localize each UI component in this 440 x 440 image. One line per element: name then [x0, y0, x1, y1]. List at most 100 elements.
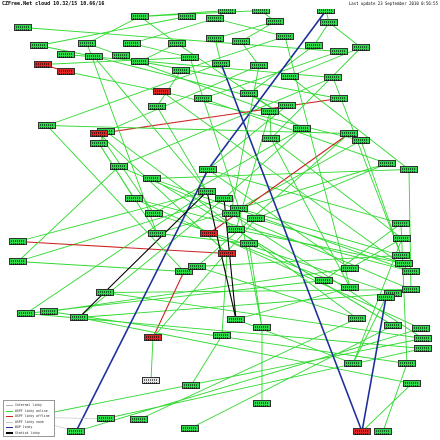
- router-node[interactable]: [374, 428, 392, 435]
- router-node[interactable]: [96, 289, 114, 296]
- router-node[interactable]: [181, 54, 199, 61]
- router-node[interactable]: [227, 316, 245, 323]
- router-node[interactable]: [320, 19, 338, 26]
- router-node[interactable]: [38, 122, 56, 129]
- router-node[interactable]: [97, 415, 115, 422]
- router-node[interactable]: [393, 235, 411, 242]
- router-node[interactable]: [253, 324, 271, 331]
- router-node[interactable]: [131, 58, 149, 65]
- router-node[interactable]: [90, 140, 108, 147]
- router-node[interactable]: [30, 42, 48, 49]
- router-node[interactable]: [206, 15, 224, 22]
- router-node[interactable]: [90, 130, 108, 137]
- router-node[interactable]: [123, 40, 141, 47]
- router-node[interactable]: [232, 38, 250, 45]
- router-node[interactable]: [67, 428, 85, 435]
- router-node[interactable]: [206, 35, 224, 42]
- router-node[interactable]: [402, 268, 420, 275]
- router-node[interactable]: [110, 163, 128, 170]
- router-node[interactable]: [352, 44, 370, 51]
- router-node[interactable]: [247, 215, 265, 222]
- router-node[interactable]: [188, 263, 206, 270]
- router-node[interactable]: [353, 428, 371, 435]
- router-node[interactable]: [218, 250, 236, 257]
- router-node[interactable]: [278, 102, 296, 109]
- router-node[interactable]: [172, 67, 190, 74]
- router-node[interactable]: [402, 286, 420, 293]
- router-node[interactable]: [57, 68, 75, 75]
- router-node[interactable]: [378, 160, 396, 167]
- router-node[interactable]: [227, 226, 245, 233]
- router-node[interactable]: [34, 61, 52, 68]
- router-node[interactable]: [145, 210, 163, 217]
- router-node[interactable]: [330, 48, 348, 55]
- node-address-glyph: [170, 45, 184, 47]
- router-node[interactable]: [142, 377, 160, 384]
- router-node[interactable]: [199, 166, 217, 173]
- router-node[interactable]: [14, 24, 32, 31]
- router-node[interactable]: [261, 108, 279, 115]
- router-node[interactable]: [181, 425, 199, 432]
- router-node[interactable]: [213, 332, 231, 339]
- router-node[interactable]: [222, 210, 240, 217]
- router-node[interactable]: [262, 135, 280, 142]
- router-node[interactable]: [153, 88, 171, 95]
- router-node[interactable]: [182, 382, 200, 389]
- router-node[interactable]: [341, 284, 359, 291]
- router-node[interactable]: [414, 345, 432, 352]
- router-node[interactable]: [148, 103, 166, 110]
- router-node[interactable]: [392, 252, 410, 259]
- link-online: [269, 111, 272, 139]
- router-node[interactable]: [131, 13, 149, 20]
- router-node[interactable]: [384, 322, 402, 329]
- router-node[interactable]: [200, 230, 218, 237]
- node-address-glyph: [215, 337, 229, 339]
- router-node[interactable]: [395, 260, 413, 267]
- router-node[interactable]: [276, 33, 294, 40]
- router-node[interactable]: [377, 294, 395, 301]
- router-node[interactable]: [148, 230, 166, 237]
- router-node[interactable]: [344, 360, 362, 367]
- router-node[interactable]: [130, 416, 148, 423]
- router-node[interactable]: [266, 18, 284, 25]
- router-node[interactable]: [194, 95, 212, 102]
- router-node[interactable]: [400, 166, 418, 173]
- router-node[interactable]: [250, 62, 268, 69]
- router-node[interactable]: [125, 195, 143, 202]
- router-node[interactable]: [215, 195, 233, 202]
- router-node[interactable]: [112, 52, 130, 59]
- router-node[interactable]: [85, 53, 103, 60]
- router-node[interactable]: [315, 277, 333, 284]
- router-node[interactable]: [57, 51, 75, 58]
- router-node[interactable]: [403, 380, 421, 387]
- router-node[interactable]: [398, 360, 416, 367]
- router-node[interactable]: [392, 220, 410, 227]
- router-node[interactable]: [168, 40, 186, 47]
- router-node[interactable]: [341, 265, 359, 272]
- router-node[interactable]: [330, 95, 348, 102]
- router-node[interactable]: [293, 125, 311, 132]
- router-node[interactable]: [144, 334, 162, 341]
- router-node[interactable]: [9, 238, 27, 245]
- router-node[interactable]: [412, 325, 430, 332]
- router-node[interactable]: [175, 268, 193, 275]
- router-node[interactable]: [305, 42, 323, 49]
- router-node[interactable]: [9, 258, 27, 265]
- router-node[interactable]: [17, 310, 35, 317]
- router-node[interactable]: [324, 74, 342, 81]
- router-node[interactable]: [352, 137, 370, 144]
- router-node[interactable]: [281, 73, 299, 80]
- router-node[interactable]: [240, 240, 258, 247]
- router-node[interactable]: [78, 40, 96, 47]
- router-node[interactable]: [198, 188, 216, 195]
- router-node[interactable]: [40, 308, 58, 315]
- router-node[interactable]: [143, 175, 161, 182]
- router-node[interactable]: [212, 60, 230, 67]
- router-node[interactable]: [253, 400, 271, 407]
- router-node[interactable]: [348, 315, 366, 322]
- router-node[interactable]: [340, 130, 358, 137]
- router-node[interactable]: [70, 314, 88, 321]
- router-node[interactable]: [240, 90, 258, 97]
- router-node[interactable]: [178, 13, 196, 20]
- router-node[interactable]: [414, 335, 432, 342]
